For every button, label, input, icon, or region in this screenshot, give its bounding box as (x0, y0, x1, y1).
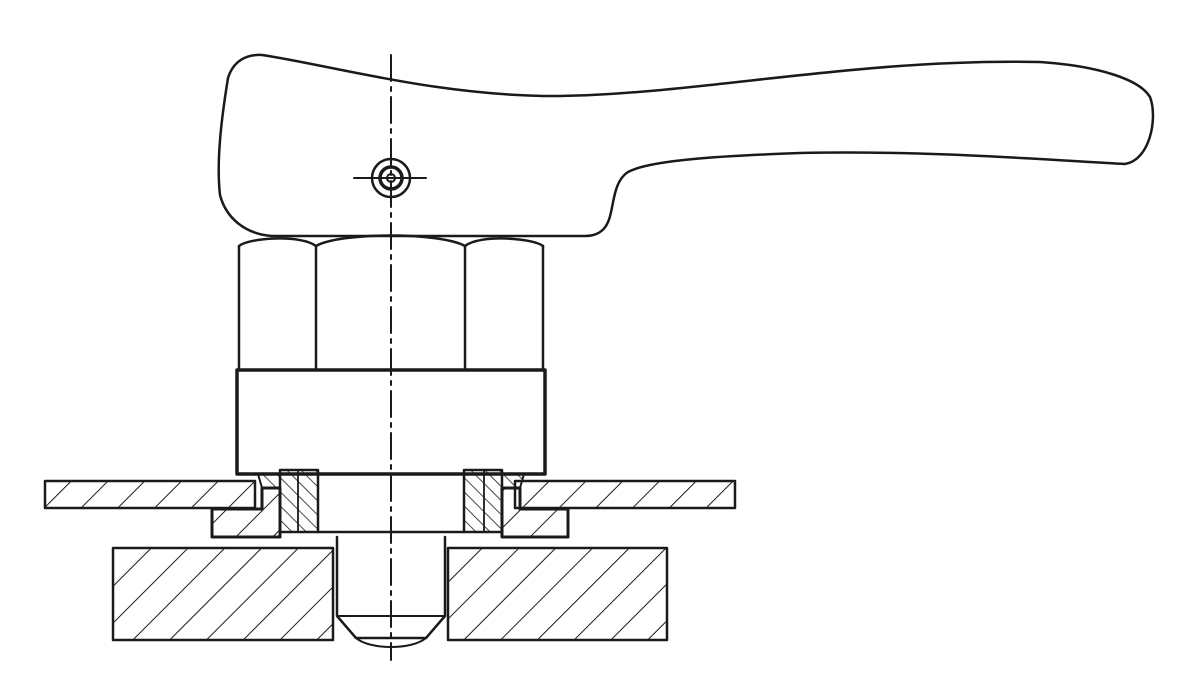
lever-handle (217, 53, 1155, 238)
base-plate (111, 546, 669, 642)
